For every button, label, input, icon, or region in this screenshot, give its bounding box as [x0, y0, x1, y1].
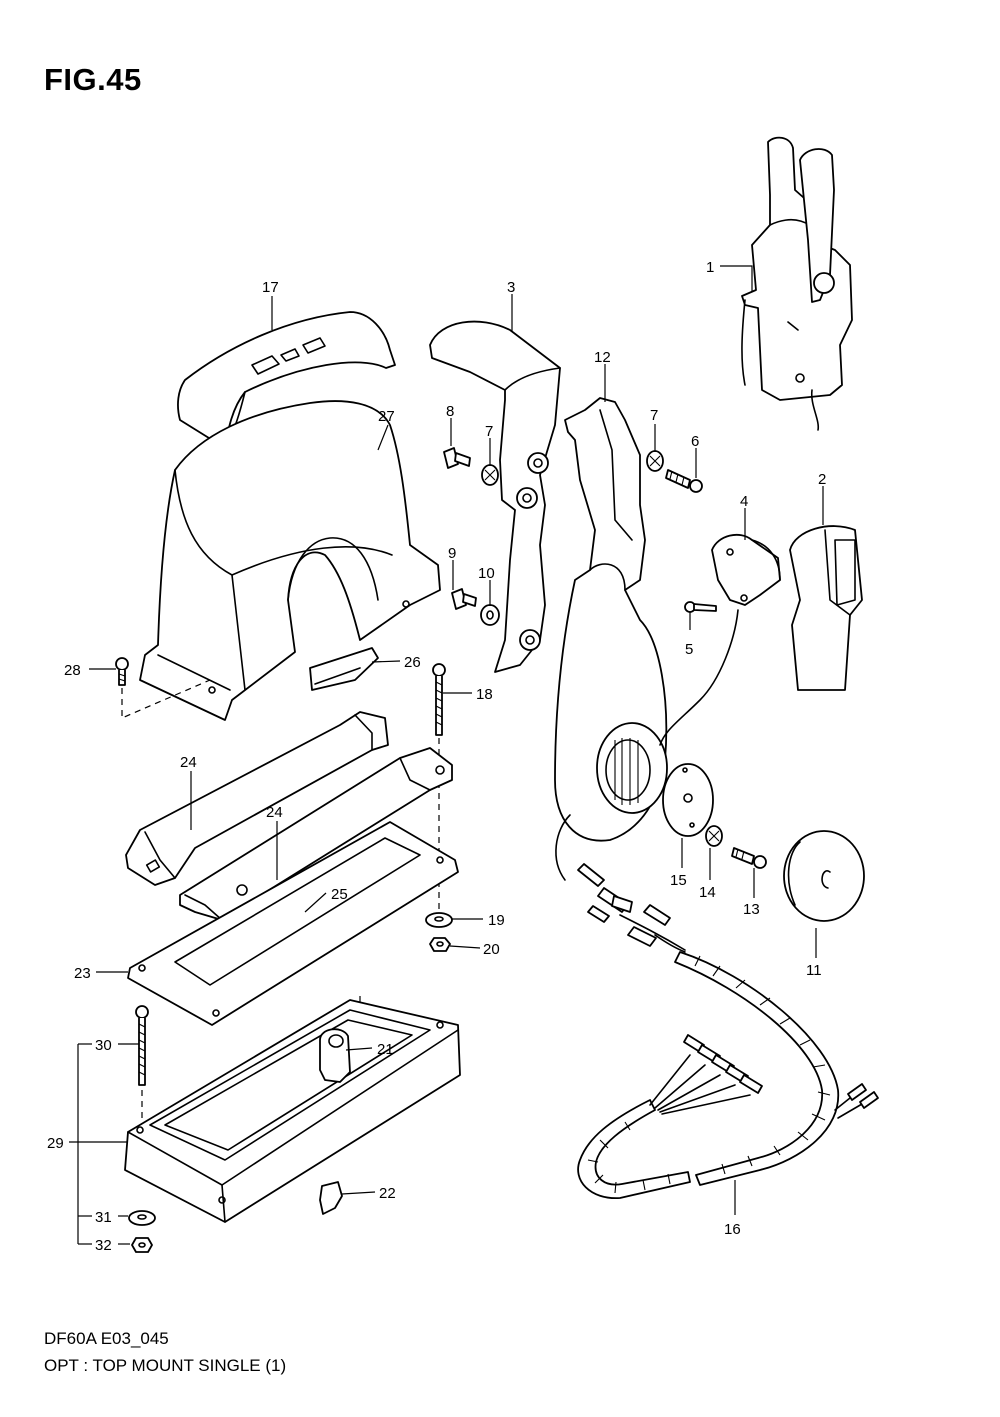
callout-11: 11 [806, 962, 822, 979]
callout-30: 30 [95, 1037, 112, 1054]
callout-26: 26 [404, 654, 421, 671]
callout-7a: 7 [485, 423, 493, 440]
callout-24b: 24 [266, 804, 283, 821]
part-remote-control-box [741, 136, 853, 431]
part-screw-5 [684, 601, 717, 613]
leader-lines [69, 265, 824, 1245]
callout-15: 15 [670, 872, 687, 889]
callout-labels: 1 2 3 4 5 6 7 7 8 9 10 11 12 13 14 15 16… [47, 259, 826, 1254]
part-lock-washer-14 [705, 825, 723, 847]
callout-24a: 24 [180, 754, 197, 771]
part-knob-cap [783, 830, 865, 922]
part-handle-grip [789, 525, 863, 691]
part-screw-6 [665, 469, 703, 493]
callout-31: 31 [95, 1209, 112, 1226]
part-wiring-harness [555, 814, 879, 1199]
callout-8: 8 [446, 403, 454, 420]
callout-3: 3 [507, 279, 515, 296]
callout-20: 20 [483, 941, 500, 958]
figure-title: FIG.45 [44, 62, 142, 97]
part-lever-arm [429, 320, 561, 673]
callout-2: 2 [818, 471, 826, 488]
part-long-bolt-18 [432, 663, 446, 736]
part-clip-22 [319, 1181, 343, 1215]
callout-12: 12 [594, 349, 611, 366]
part-main-cover-housing [139, 400, 441, 721]
part-nut-32 [131, 1237, 153, 1253]
callout-21: 21 [377, 1041, 394, 1058]
part-washer-10 [480, 604, 500, 626]
part-washer-19 [425, 912, 453, 928]
callout-13: 13 [743, 901, 760, 918]
callout-14: 14 [699, 884, 716, 901]
callout-29: 29 [47, 1135, 64, 1152]
part-long-screw-30 [135, 1005, 149, 1086]
callout-25: 25 [331, 886, 348, 903]
part-bolt-9 [451, 588, 477, 610]
callout-32: 32 [95, 1237, 112, 1254]
part-nut-20 [429, 937, 451, 952]
part-base-plate [124, 999, 461, 1223]
callout-18: 18 [476, 686, 493, 703]
callout-27: 27 [378, 408, 395, 425]
part-screw-28 [115, 657, 129, 686]
part-post-21 [319, 1028, 351, 1083]
dashed-guide [121, 679, 211, 719]
part-screw-13 [731, 847, 767, 869]
callout-19: 19 [488, 912, 505, 929]
part-bolt-8 [443, 447, 471, 469]
callout-28: 28 [64, 662, 81, 679]
part-bracket-upper [125, 711, 389, 886]
callout-6: 6 [691, 433, 699, 450]
part-switch [659, 533, 781, 746]
part-washer-31 [128, 1210, 156, 1226]
part-bracket-lower [179, 747, 453, 921]
diagram-description: OPT : TOP MOUNT SINGLE (1) [44, 1356, 287, 1375]
callout-23: 23 [74, 965, 91, 982]
callout-1: 1 [706, 259, 714, 276]
callout-9: 9 [448, 545, 456, 562]
part-lock-washer-7b [646, 450, 664, 472]
callout-7b: 7 [650, 407, 658, 424]
callout-22: 22 [379, 1185, 396, 1202]
callout-4: 4 [740, 493, 748, 510]
part-clip [309, 647, 379, 691]
callout-10: 10 [478, 565, 495, 582]
part-lock-washer-7 [481, 464, 499, 486]
parts-diagram: 1 2 3 4 5 6 7 7 8 9 10 11 12 13 14 15 16… [47, 136, 879, 1254]
part-gasket [127, 821, 459, 1026]
diagram-code: DF60A E03_045 [44, 1329, 169, 1348]
callout-16: 16 [724, 1221, 741, 1238]
part-lever-housing [554, 397, 668, 842]
part-disc-15 [662, 763, 714, 837]
callout-17: 17 [262, 279, 279, 296]
callout-5: 5 [685, 641, 693, 658]
